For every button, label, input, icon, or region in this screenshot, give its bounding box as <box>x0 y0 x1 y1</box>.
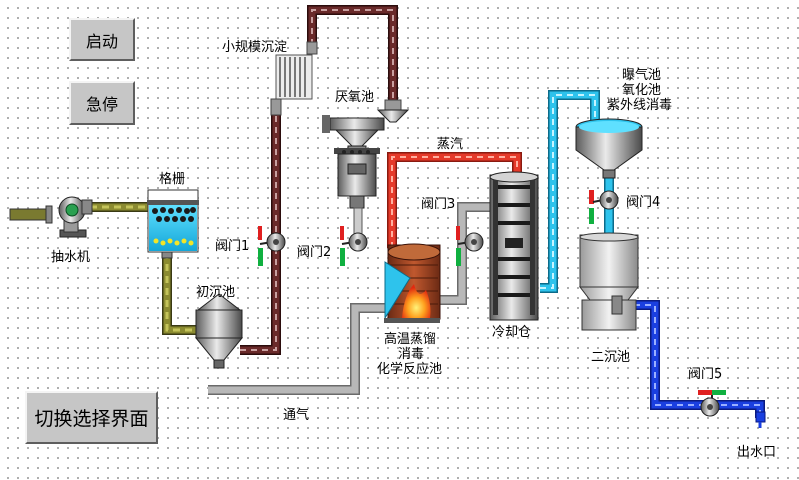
pump-label: 抽水机 <box>51 250 91 265</box>
aeration-label-line3: 紫外线消毒 <box>607 98 673 113</box>
pump <box>58 196 93 238</box>
valve-4-handle-green[interactable] <box>589 208 594 224</box>
primary-tank-label: 初沉池 <box>196 285 236 300</box>
valve-5-handle-red[interactable] <box>698 390 712 395</box>
valve-3-label: 阀门3 <box>421 197 456 212</box>
switch-screen-button[interactable]: 切换选择界面 <box>25 391 158 444</box>
valve-4[interactable] <box>585 188 625 232</box>
valve-4-handle-red[interactable] <box>589 190 594 204</box>
anaerobic-tank <box>322 99 410 239</box>
aeration-label-line2: 氧化池 <box>622 83 662 98</box>
emergency-stop-button[interactable]: 急停 <box>69 81 135 125</box>
valve-2-handle-red[interactable] <box>340 226 344 240</box>
outlet-nozzle <box>755 411 766 428</box>
valve-1-label: 阀门1 <box>215 239 250 254</box>
pipe-gas <box>208 202 492 395</box>
cooling-bin-label: 冷却仓 <box>492 325 532 340</box>
valve-2-handle-green[interactable] <box>340 248 345 266</box>
valve-3-handle-green[interactable] <box>456 248 461 266</box>
reactor-label-line1: 高温蒸馏 <box>384 332 437 347</box>
valve-3[interactable] <box>450 226 490 270</box>
valve-4-label: 阀门4 <box>626 195 661 210</box>
valve-5-label: 阀门5 <box>688 367 723 382</box>
pipe-steam <box>387 152 522 248</box>
valve-3-handle-red[interactable] <box>456 226 460 240</box>
distillation-reactor <box>384 243 441 323</box>
aeration-tank <box>575 118 643 179</box>
secondary-sedimentation-tank <box>578 232 640 331</box>
cooling-tower <box>489 171 539 321</box>
secondary-tank-label: 二沉池 <box>591 350 631 365</box>
ventilation-label: 通气 <box>283 408 310 423</box>
valve-2[interactable] <box>334 226 374 270</box>
steam-label: 蒸汽 <box>437 137 464 152</box>
anaerobic-tank-label: 厌氧池 <box>335 90 375 105</box>
outlet-label: 出水口 <box>737 445 777 460</box>
valve-5-handle-green[interactable] <box>712 390 726 395</box>
small-sedimentation-unit <box>270 41 318 116</box>
valve-5[interactable] <box>690 386 734 420</box>
grille-label: 格栅 <box>159 172 186 187</box>
pipe-waste <box>240 5 398 355</box>
pipe-clean-water <box>612 300 765 418</box>
grille-tank <box>147 189 199 259</box>
pipe-sludge <box>90 202 205 335</box>
valve-1[interactable] <box>252 226 292 270</box>
valve-1-handle-red[interactable] <box>258 226 262 240</box>
reactor-label-line3: 化学反应池 <box>377 362 443 377</box>
valve-1-handle-green[interactable] <box>258 248 263 266</box>
pipe-inlet <box>9 205 53 224</box>
reactor-label-line2: 消毒 <box>398 347 425 362</box>
small-sedimentation-label: 小规模沉淀 <box>222 40 288 55</box>
valve-2-label: 阀门2 <box>297 245 332 260</box>
start-button[interactable]: 启动 <box>69 18 135 61</box>
aeration-label-line1: 曝气池 <box>622 68 662 83</box>
primary-sedimentation-tank <box>194 293 244 369</box>
pipe-cooling <box>540 90 614 293</box>
